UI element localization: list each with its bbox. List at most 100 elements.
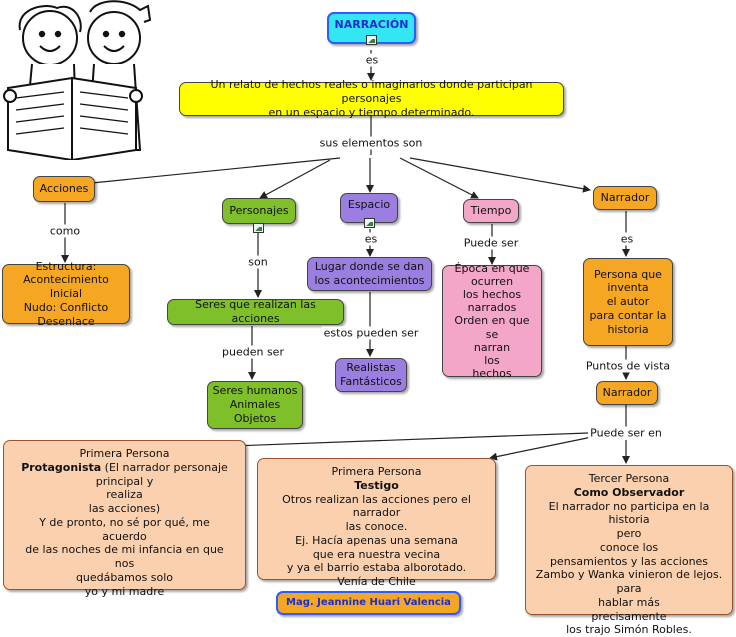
label-como: como: [47, 224, 83, 238]
tiempo-node[interactable]: Tiempo: [463, 199, 519, 223]
primera1-heading-line: Protagonista (El narrador personaje: [21, 461, 228, 475]
author-label: Mag. Jeannine Huari Valencia: [286, 596, 451, 608]
seres-humanos-line: Seres humanos: [212, 384, 298, 398]
epoca-line: los hechos: [462, 288, 522, 302]
primera1-line: realiza: [106, 488, 143, 502]
epoca-line: narrados: [467, 301, 517, 315]
label-puntos-vista: Puntos de vista: [583, 359, 673, 373]
image-icon: [366, 35, 377, 45]
primera-protagonista-node[interactable]: Primera Persona Protagonista (El narrado…: [3, 440, 246, 598]
narrador-node[interactable]: Narrador: [593, 186, 657, 210]
lugar-line: Lugar donde se dan: [314, 260, 425, 274]
estructura-line: Nudo: Conflicto: [23, 300, 109, 314]
primera1-line: quedábamos solo: [75, 570, 174, 584]
label-es-narrador: es: [618, 232, 636, 246]
tercer-line: Zambo y Wanka vinieron de lejos.: [535, 568, 723, 582]
epoca-node[interactable]: Época en que ocurren los hechos narrados…: [442, 262, 542, 381]
label-sus-elementos: sus elementos son: [317, 136, 425, 150]
realistas-line: Fantásticos: [340, 375, 402, 388]
primera2-line: Venía de Chile: [337, 575, 416, 588]
image-icon: [364, 218, 375, 228]
primera1-line: nos: [114, 557, 135, 570]
persona-line: para contar la: [589, 308, 667, 322]
link-hub-primera2: [489, 436, 593, 461]
primera1-line: las acciones): [88, 502, 161, 515]
primera2-line: Ej. Hacía apenas una semana: [295, 533, 458, 547]
narracion-label: NARRACIÓN: [334, 18, 409, 31]
tercer-line: conoce los: [599, 540, 659, 554]
definicion-line: Un relato de hechos reales o imaginarios…: [210, 78, 533, 106]
tercer-observador-node[interactable]: Tercer Persona Como Observador El narrad…: [525, 465, 733, 636]
primera1-line: yo y mi madre: [84, 584, 165, 598]
lugar-node[interactable]: Lugar donde se dan los acontecimientos: [307, 257, 432, 291]
primera2-line: Otros realizan las acciones pero el narr…: [282, 492, 471, 520]
acciones-label: Acciones: [39, 182, 89, 196]
tercer-line: El narrador no participa en la historia: [548, 499, 710, 527]
link-hub-personajes: [259, 159, 331, 199]
tiempo-label: Tiempo: [470, 204, 512, 218]
persona-line: inventa: [607, 281, 649, 295]
primera1-title: Primera Persona: [79, 447, 170, 460]
narrador2-node[interactable]: Narrador: [596, 381, 658, 405]
primera2-bold: Testigo: [354, 478, 399, 492]
link-hub-primera1: [204, 432, 589, 451]
label-estos-pueden: estos pueden ser: [321, 326, 421, 340]
primera2-line: y ya el barrio estaba alborotado.: [286, 561, 467, 575]
personajes-node[interactable]: Personajes: [222, 198, 296, 224]
label-son: son: [246, 255, 270, 269]
persona-line: historia: [607, 322, 649, 336]
primera1-line: de las noches de mi infancia en que: [25, 543, 224, 557]
epoca-line: hechos: [472, 367, 512, 381]
primera2-title: Primera Persona: [331, 465, 422, 478]
tercer-bold: Como Observador: [573, 485, 685, 499]
tercer-line: los trajo Simón Robles.: [566, 623, 692, 637]
label-pueden-ser: pueden ser: [220, 345, 286, 359]
epoca-line: ocurren: [470, 274, 514, 288]
tercer-line: precisamente: [591, 609, 667, 623]
primera2-line: las conoce.: [345, 520, 408, 533]
estructura-line: Estructura:: [35, 259, 97, 273]
epoca-line: los: [484, 353, 500, 367]
narrador2-label: Narrador: [602, 386, 652, 400]
link-hub-narrador: [409, 157, 591, 193]
primera-testigo-node[interactable]: Primera Persona Testigo Otros realizan l…: [257, 458, 496, 588]
estructura-node[interactable]: Estructura: Acontecimiento Inicial Nudo:…: [2, 260, 130, 328]
tercer-line: para: [616, 582, 642, 595]
seres-realizan-node[interactable]: Seres que realizan las acciones: [167, 298, 344, 325]
primera1-bold: Protagonista: [21, 460, 102, 474]
definicion-line: en un espacio y tiempo determinado.: [268, 105, 475, 119]
persona-node[interactable]: Persona que inventa el autor para contar…: [583, 258, 673, 346]
primera1-line: (El narrador personaje: [101, 460, 228, 474]
link-hub-acciones: [71, 157, 341, 189]
label-puede-ser: Puede ser: [461, 236, 521, 250]
persona-line: el autor: [606, 295, 650, 309]
seres-realizan-label: Seres que realizan las acciones: [195, 298, 316, 325]
primera1-line: Y de pronto, no sé por qué, me: [39, 515, 210, 529]
epoca-line: narran: [473, 340, 511, 354]
lugar-line: los acontecimientos: [314, 274, 425, 287]
epoca-line: Orden en que se: [454, 314, 530, 341]
estructura-line: Desenlace: [37, 314, 95, 328]
author-node[interactable]: Mag. Jeannine Huari Valencia: [276, 591, 461, 615]
tercer-line: pero: [616, 527, 642, 540]
primera1-line: principal y: [95, 474, 154, 488]
realistas-line: Realistas: [346, 361, 396, 375]
link-hub-tiempo: [399, 157, 479, 199]
tercer-line: pensamientos y las acciones: [549, 554, 709, 568]
label-es-espacio: es: [362, 232, 380, 246]
seres-humanos-line: Objetos: [233, 411, 277, 425]
primera2-line: que era nuestra vecina: [312, 547, 441, 561]
estructura-line: Acontecimiento Inicial: [23, 273, 109, 301]
label-puede-ser-en: Puede ser en: [588, 426, 664, 440]
personajes-label: Personajes: [229, 204, 289, 218]
persona-line: Persona que: [594, 267, 662, 281]
definicion-node[interactable]: Un relato de hechos reales o imaginarios…: [179, 78, 564, 119]
tercer-line: hablar más: [598, 595, 660, 609]
label-es: es: [363, 53, 381, 67]
narrador-label: Narrador: [600, 191, 650, 205]
image-icon: [253, 223, 264, 233]
realistas-node[interactable]: Realistas Fantásticos: [335, 358, 407, 392]
seres-humanos-node[interactable]: Seres humanos Animales Objetos: [207, 381, 303, 429]
children-reading-illustration: [3, 0, 152, 160]
acciones-node[interactable]: Acciones: [33, 176, 95, 202]
